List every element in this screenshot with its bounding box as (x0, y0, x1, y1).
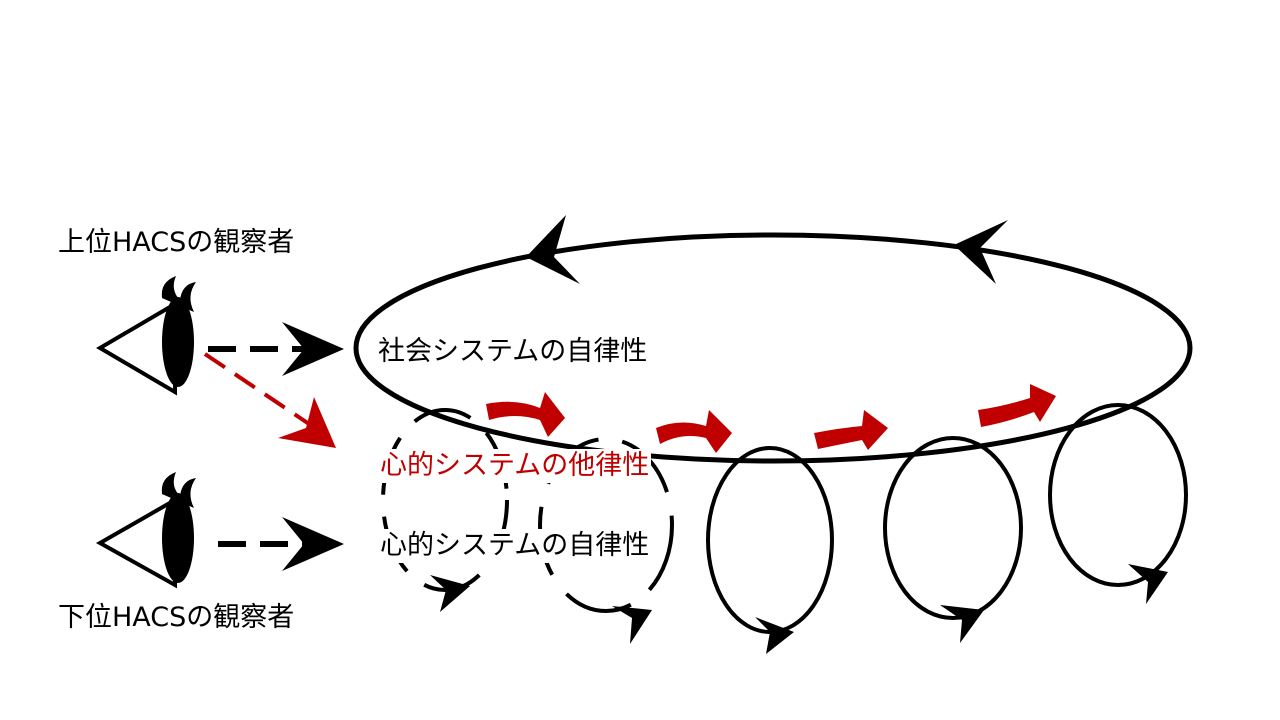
psychic-loop-4 (883, 436, 1023, 620)
social-loop-arrowheads (526, 215, 1008, 284)
psychic-system-loops (381, 403, 1188, 634)
heteronomy-observation-line (203, 352, 320, 432)
eye-lashes (161, 276, 196, 312)
red-curved-arrow-3 (814, 410, 888, 450)
social-arrowhead-2 (954, 220, 1008, 284)
psychic-loop-1 (381, 408, 509, 592)
psychic-loop-3 (706, 446, 834, 634)
social-arrowhead-1 (526, 215, 580, 284)
red-curved-arrow-4 (978, 384, 1056, 427)
loop-arrowhead-1 (430, 575, 470, 612)
eye-lashes (161, 472, 196, 508)
red-curved-arrow-2 (656, 410, 732, 453)
psychic-system-heteronomy-label: 心的システムの他律性 (378, 449, 652, 483)
psychic-system-autonomy-label: 心的システムの自律性 (378, 529, 652, 563)
loop-arrowhead-3 (755, 617, 794, 654)
social-system-loop (353, 232, 1193, 464)
psychic-loop-2 (538, 437, 674, 613)
upper-observation-arrowhead (282, 322, 344, 376)
observation-arrows (203, 322, 344, 571)
psychic-loop-arrowheads (430, 564, 1168, 654)
loop-arrowhead-5 (1128, 564, 1168, 604)
psychic-loop-5 (1048, 403, 1188, 587)
loop-arrowhead-2 (612, 606, 652, 644)
red-curved-arrow-1 (486, 392, 565, 437)
upper-observer-eye-icon (96, 276, 196, 396)
heteronomy-arrows (486, 384, 1056, 453)
eye-lens (162, 297, 194, 387)
heteronomy-observation-arrowhead (278, 397, 336, 448)
loop-arrowhead-4 (940, 605, 984, 643)
social-system-autonomy-label: 社会システムの自律性 (378, 336, 648, 367)
upper-observer-label: 上位HACSの観察者 (58, 227, 295, 258)
lower-observation-arrowhead (282, 517, 344, 571)
eye-lens (162, 493, 194, 583)
lower-observer-label: 下位HACSの観察者 (58, 602, 295, 633)
lower-observer-eye-icon (95, 472, 196, 589)
